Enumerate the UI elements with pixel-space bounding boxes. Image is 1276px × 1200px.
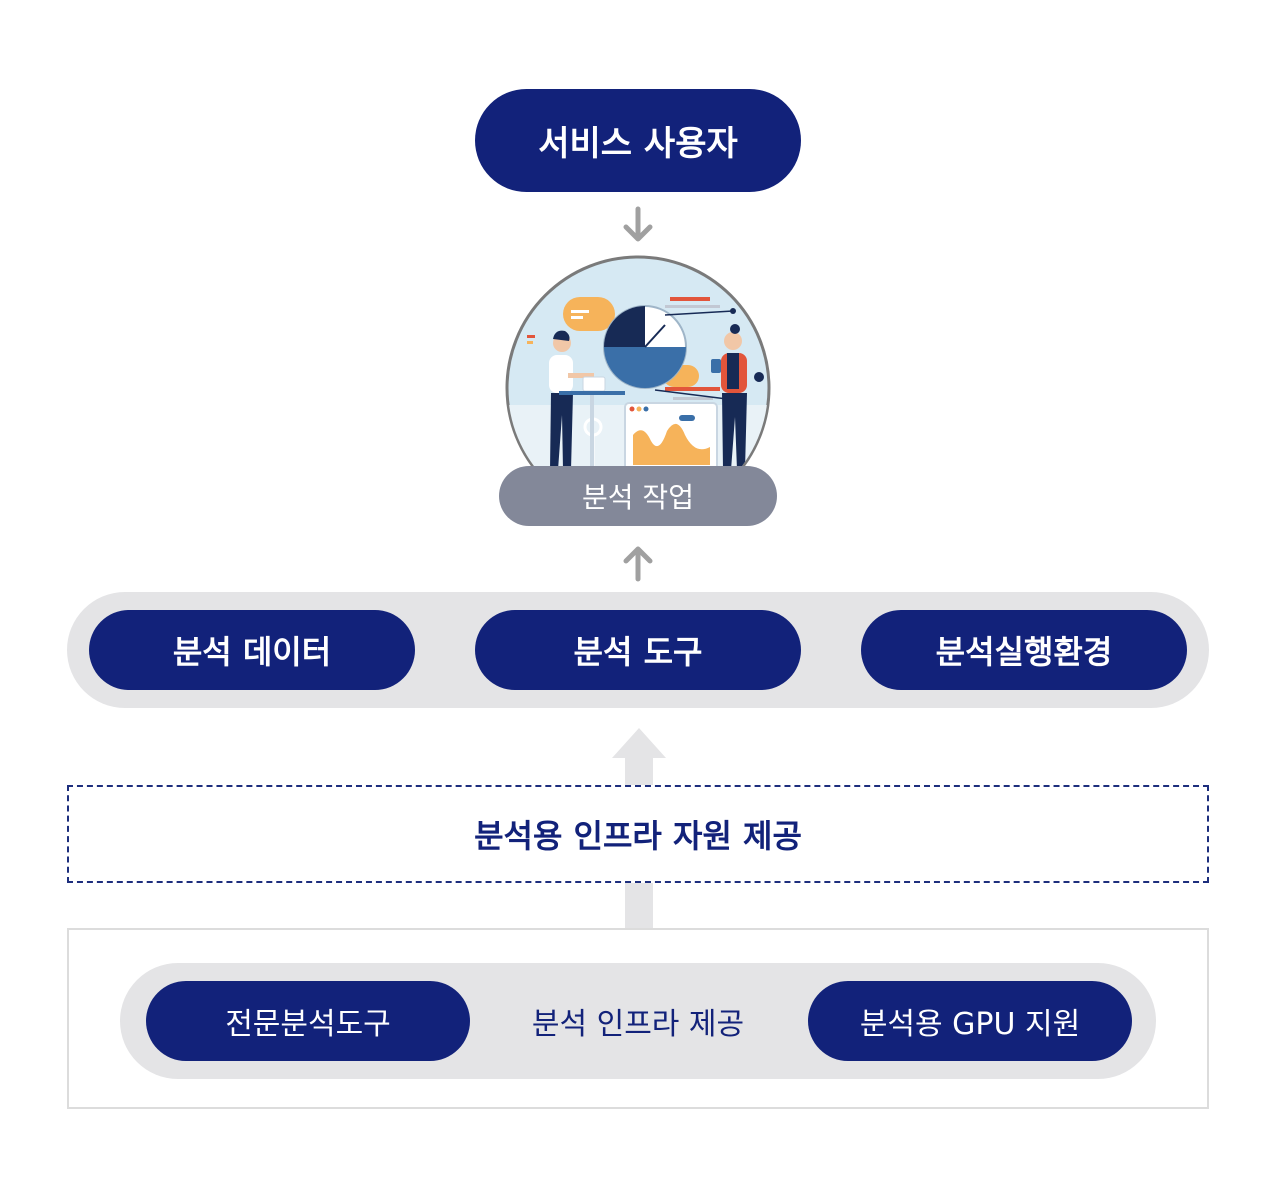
service-user-node: 서비스 사용자 bbox=[475, 89, 801, 192]
gpu-support-node: 분석용 GPU 지원 bbox=[808, 981, 1132, 1061]
analysis-tool-label: 분석 도구 bbox=[573, 633, 703, 671]
expert-tools-node: 전문분석도구 bbox=[146, 981, 470, 1061]
infra-provision-label: 분석용 인프라 자원 제공 bbox=[474, 817, 802, 855]
analysis-work-node: 분석 작업 bbox=[499, 466, 777, 526]
analysis-environment-node: 분석실행환경 bbox=[861, 610, 1187, 690]
analysis-tool-node: 분석 도구 bbox=[475, 610, 801, 690]
analysis-work-label: 분석 작업 bbox=[582, 481, 694, 514]
infra-provision-box: 분석용 인프라 자원 제공 bbox=[67, 785, 1209, 883]
arrow-shaft bbox=[625, 883, 653, 929]
analysis-illustration bbox=[505, 255, 771, 521]
infra-provide-label: 분석 인프라 제공 bbox=[531, 1007, 745, 1042]
big-arrow-up-icon bbox=[612, 728, 666, 788]
expert-tools-label: 전문분석도구 bbox=[225, 1007, 391, 1042]
analysis-environment-label: 분석실행환경 bbox=[935, 633, 1113, 671]
service-user-label: 서비스 사용자 bbox=[538, 124, 738, 164]
gpu-support-label: 분석용 GPU 지원 bbox=[859, 1007, 1081, 1042]
analysis-data-node: 분석 데이터 bbox=[89, 610, 415, 690]
arrow-down-icon bbox=[623, 206, 653, 242]
analysis-data-label: 분석 데이터 bbox=[172, 633, 332, 671]
arrow-up-icon bbox=[623, 546, 653, 582]
